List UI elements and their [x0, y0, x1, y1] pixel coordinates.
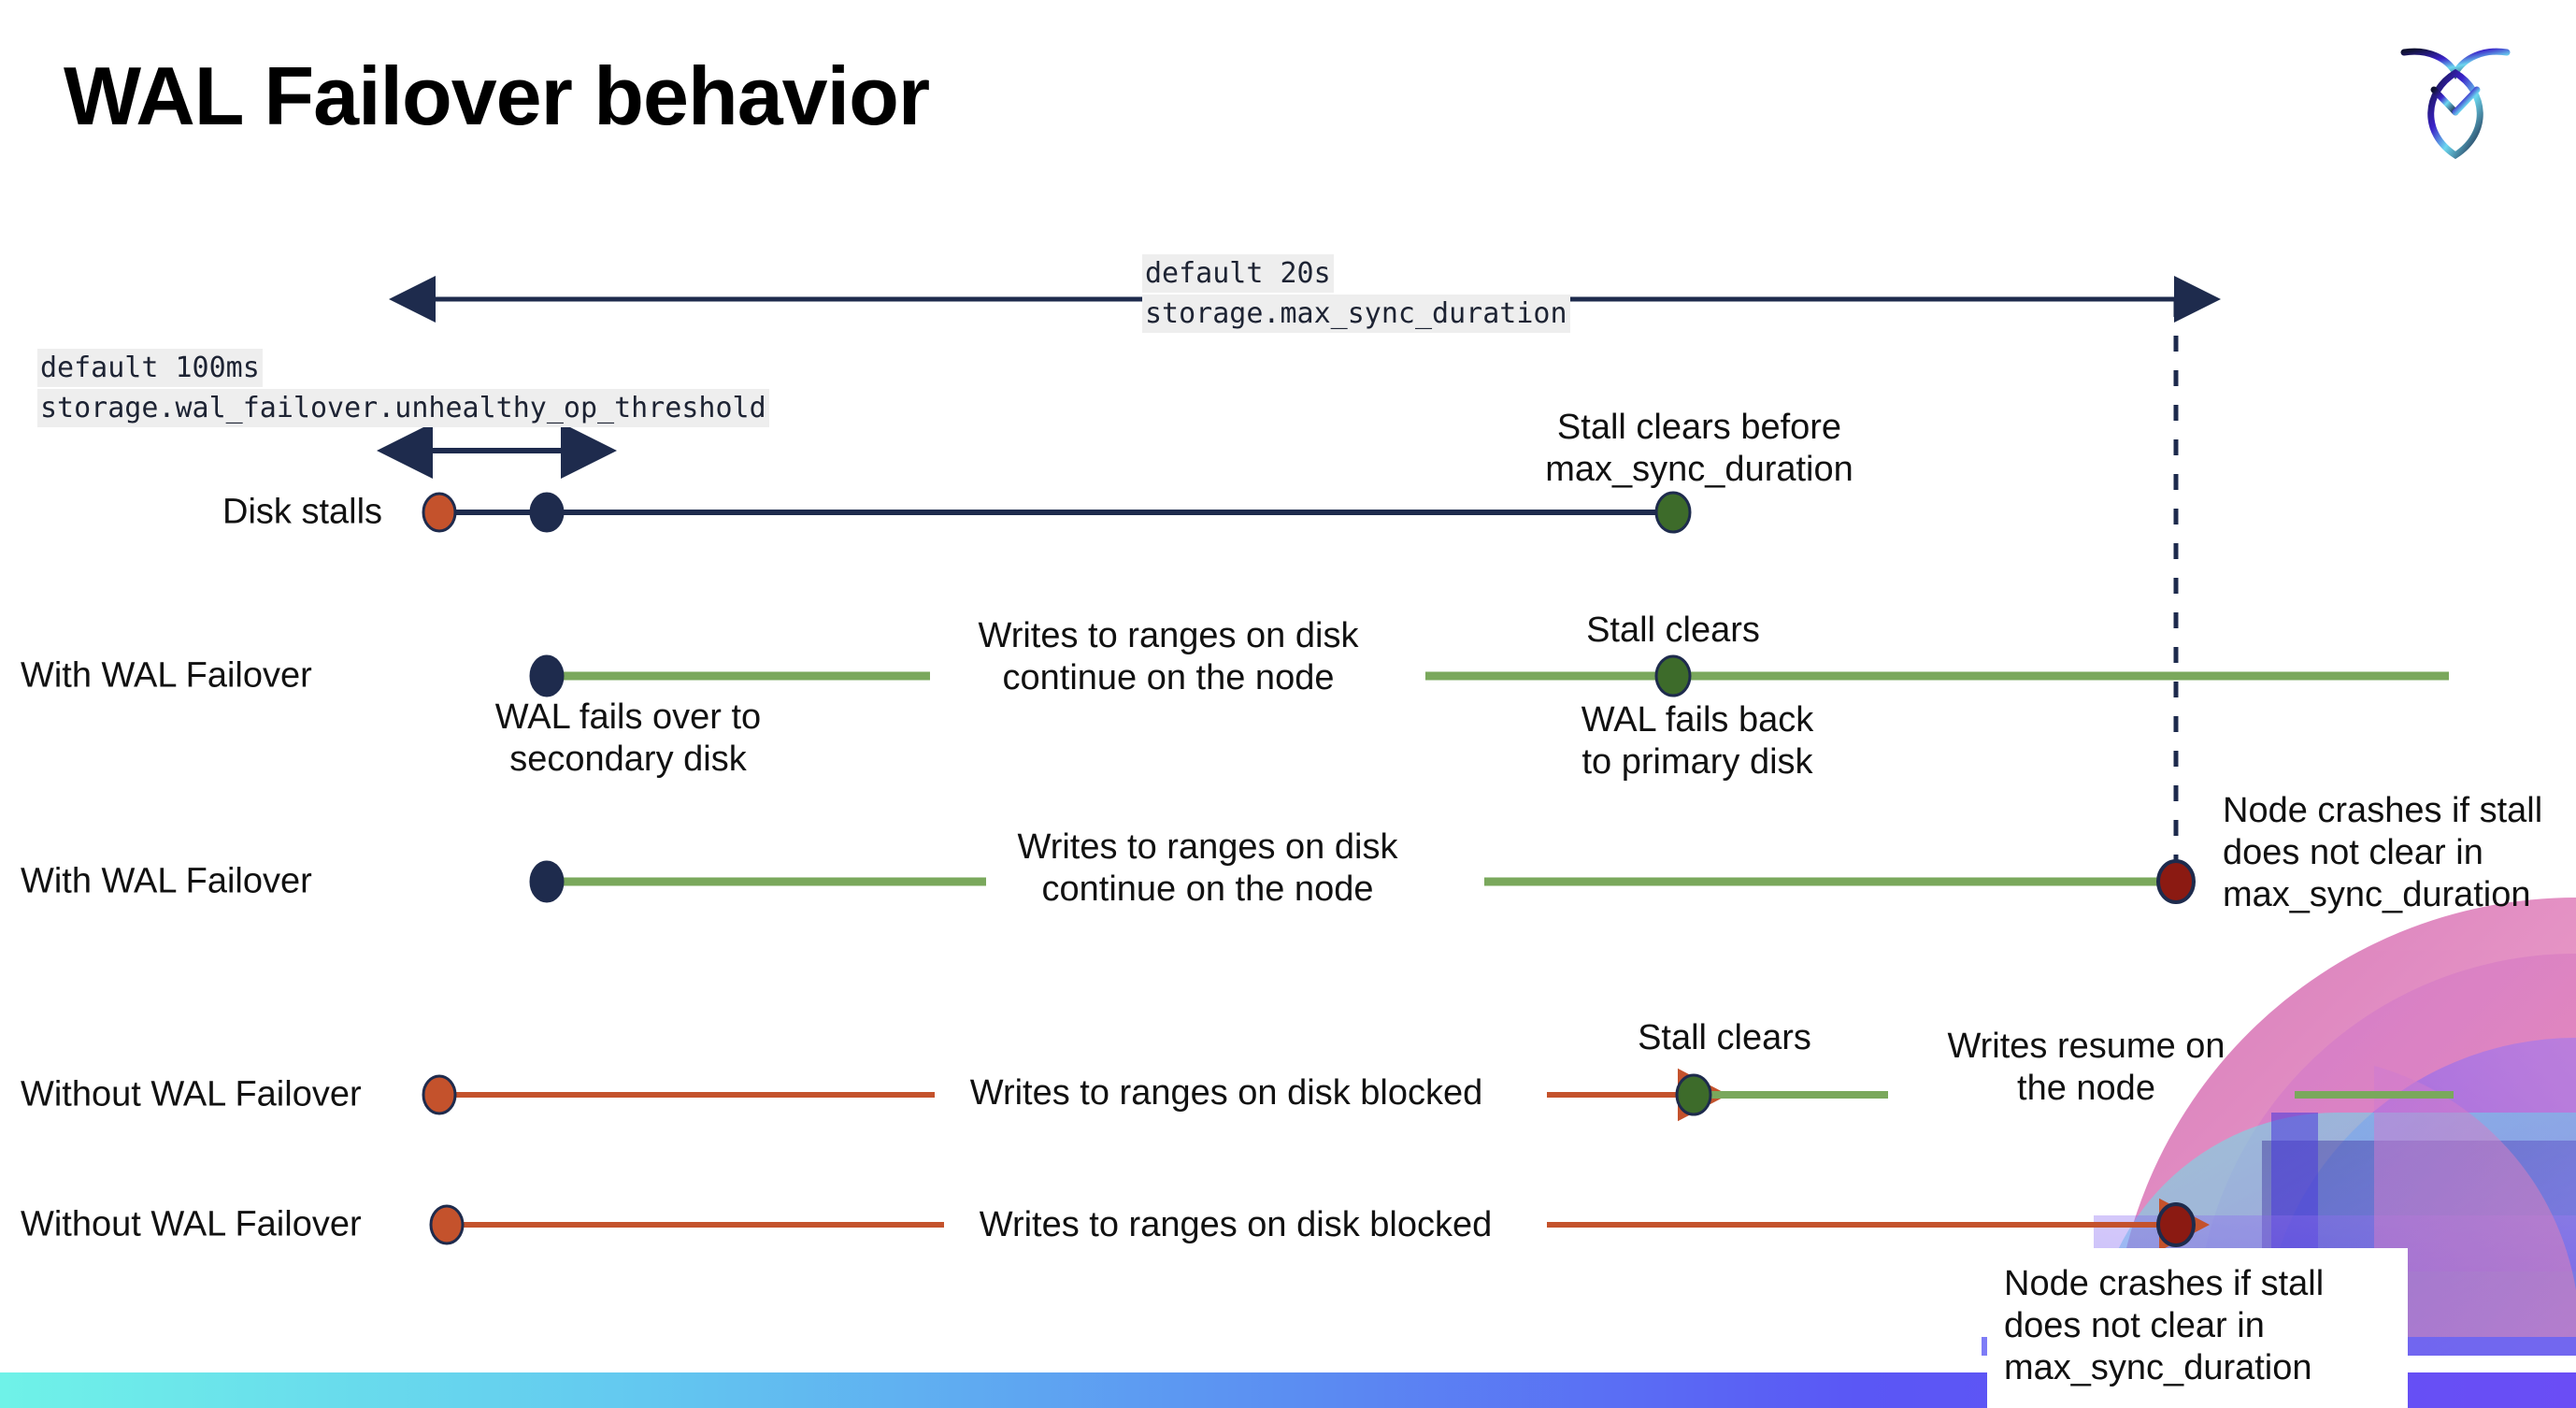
- row-label-without-wal-failover-1: Without WAL Failover: [21, 1074, 362, 1114]
- note-writes-continue-2: Writes to ranges on disk continue on the…: [1017, 827, 1398, 909]
- note-writes-resume: Writes resume on the node: [1947, 1027, 2225, 1108]
- annotation-max-sync-default: default 20s: [1142, 254, 1334, 293]
- page-title: WAL Failover behavior: [64, 50, 930, 142]
- cockroachdb-logo-icon: [2385, 32, 2526, 167]
- note-wal-fails-back: WAL fails back to primary disk: [1581, 700, 1814, 782]
- row-label-with-wal-failover-1: With WAL Failover: [21, 655, 312, 696]
- annotation-unhealthy-default: default 100ms: [37, 349, 263, 387]
- note-writes-blocked-1: Writes to ranges on disk blocked: [969, 1073, 1483, 1113]
- annotation-max-sync-setting: storage.max_sync_duration: [1142, 295, 1570, 333]
- note-wal-fails-over: WAL fails over to secondary disk: [494, 697, 762, 779]
- note-writes-continue-1: Writes to ranges on disk continue on the…: [978, 616, 1359, 697]
- note-stall-clears-2: Stall clears: [1638, 1018, 1811, 1057]
- note-writes-blocked-2: Writes to ranges on disk blocked: [979, 1205, 1493, 1244]
- callout-card-node-crashes: Node crashes if stall does not clear in …: [1987, 1248, 2408, 1408]
- annotation-unhealthy-op-threshold: default 100ms storage.wal_failover.unhea…: [37, 349, 769, 427]
- note-stall-clears-before: Stall clears before max_sync_duration: [1545, 408, 1853, 489]
- annotation-unhealthy-setting: storage.wal_failover.unhealthy_op_thresh…: [37, 389, 769, 427]
- row-label-disk-stalls: Disk stalls: [222, 492, 383, 532]
- note-node-crashes-1: Node crashes if stall does not clear in …: [2223, 791, 2543, 914]
- note-node-crashes-2: Node crashes if stall does not clear in …: [2004, 1264, 2325, 1387]
- annotation-max-sync-duration: default 20s storage.max_sync_duration: [1142, 254, 1570, 333]
- note-stall-clears-1: Stall clears: [1586, 611, 1760, 650]
- row-label-without-wal-failover-2: Without WAL Failover: [21, 1204, 362, 1244]
- row-label-with-wal-failover-2: With WAL Failover: [21, 861, 312, 901]
